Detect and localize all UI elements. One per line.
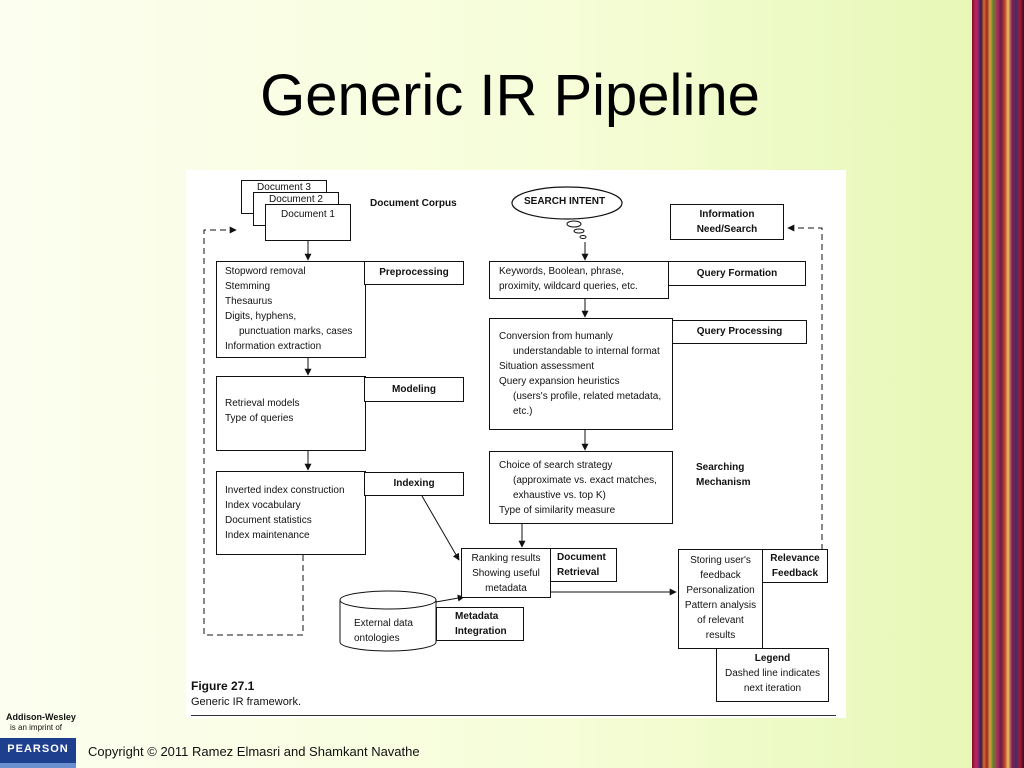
modeling-box: Retrieval models Type of queries — [216, 376, 366, 451]
legend-box: Legend Dashed line indicates next iterat… — [716, 648, 829, 702]
searching-item: exhaustive vs. top K) — [513, 490, 606, 501]
indexing-item: Inverted index construction — [225, 485, 345, 496]
preprocessing-label: Preprocessing — [364, 261, 464, 285]
query-processing-item: understandable to internal format — [513, 346, 660, 357]
relevance-feedback-item: feedback — [700, 570, 741, 581]
figure-rule — [191, 715, 836, 716]
relevance-label-line-2: Feedback — [771, 568, 819, 579]
document-1-box: Document 1 — [265, 204, 351, 241]
query-formation-item: Keywords, Boolean, phrase, — [499, 266, 625, 277]
slide-title: Generic IR Pipeline — [260, 63, 760, 128]
pearson-logo-bar — [0, 763, 76, 768]
query-processing-box: Conversion from humanly understandable t… — [489, 318, 673, 430]
relevance-feedback-item: results — [705, 630, 736, 641]
diagram-connectors — [203, 186, 823, 652]
external-data-text: External data ontologies — [346, 616, 432, 648]
query-processing-item: Query expansion heuristics — [499, 376, 620, 387]
document-retrieval-label-line-2: Retrieval — [557, 567, 600, 578]
document-1-label: Document 1 — [281, 209, 335, 220]
document-retrieval-item: Ranking results — [471, 553, 541, 564]
modeling-item: Retrieval models — [225, 398, 300, 409]
search-intent-label: SEARCH INTENT — [524, 196, 606, 207]
searching-item: Type of similarity measure — [499, 505, 616, 516]
searching-label-line-1: Searching — [696, 462, 745, 473]
relevance-feedback-label: Relevance Feedback — [762, 549, 828, 583]
query-processing-item: (users's profile, related metadata, — [513, 391, 662, 402]
modeling-item: Type of queries — [225, 413, 294, 424]
indexing-box: Inverted index construction Index vocabu… — [216, 471, 366, 555]
query-processing-item: etc.) — [513, 406, 533, 417]
relevance-label-line-1: Relevance — [770, 553, 820, 564]
external-data-cylinder-top — [339, 590, 437, 610]
modeling-label: Modeling — [364, 377, 464, 402]
pearson-logo-text: PEARSON — [7, 743, 69, 755]
legend-title: Legend — [754, 653, 791, 664]
preprocessing-item: Thesaurus — [225, 296, 273, 307]
legend-item: Dashed line indicates — [724, 668, 821, 679]
dashed-loop-right — [787, 224, 823, 560]
indexing-label: Indexing — [364, 472, 464, 496]
metadata-label-line-2: Integration — [455, 626, 507, 637]
preprocessing-item: Stopword removal — [225, 266, 306, 277]
external-data-item: ontologies — [354, 633, 400, 644]
arrow-metadata-to-retrieval — [435, 594, 465, 603]
indexing-item: Index vocabulary — [225, 500, 301, 511]
information-need-box: Information Need/Search — [670, 204, 784, 240]
information-need-line-2: Need/Search — [696, 224, 758, 235]
relevance-feedback-item: Storing user's — [690, 555, 751, 566]
thought-bubble-1 — [566, 220, 582, 228]
document-3-label: Document 3 — [257, 182, 311, 193]
thought-bubble-2 — [573, 228, 585, 234]
imprint-label: is an imprint of — [10, 723, 63, 732]
figure-number: Figure 27.1 — [191, 679, 255, 693]
query-formation-label: Query Formation — [668, 261, 806, 286]
ir-framework-figure: Document 3 Document 2 Document 1 Documen… — [186, 170, 846, 718]
search-intent-ellipse — [511, 186, 623, 220]
document-retrieval-label: Document Retrieval — [550, 548, 617, 582]
searching-item: Choice of search strategy — [499, 460, 613, 471]
preprocessing-item: Information extraction — [225, 341, 322, 352]
indexing-item: Index maintenance — [225, 530, 310, 541]
query-processing-label: Query Processing — [672, 320, 807, 344]
addison-wesley-label: Addison-Wesley — [6, 712, 76, 722]
figure-caption: Generic IR framework. — [191, 696, 302, 708]
indexing-item: Document statistics — [225, 515, 312, 526]
arrow-indexing-to-retrieval — [421, 495, 460, 561]
document-corpus-label: Document Corpus — [370, 198, 457, 209]
document-2-label: Document 2 — [269, 194, 323, 205]
document-retrieval-box: Ranking results Showing useful metadata — [461, 548, 551, 598]
external-data-cylinder — [339, 600, 437, 652]
information-need-line-1: Information — [699, 209, 755, 220]
searching-box: Choice of search strategy (approximate v… — [489, 451, 673, 524]
metadata-integration-label: Metadata Integration — [436, 607, 524, 641]
legend-item: next iteration — [743, 683, 802, 694]
copyright-text: Copyright © 2011 Ramez Elmasri and Shamk… — [88, 744, 420, 759]
external-data-item: External data — [354, 618, 413, 629]
searching-mechanism-label: Searching Mechanism — [696, 460, 750, 490]
metadata-label-line-1: Metadata — [455, 611, 499, 622]
query-processing-item: Conversion from humanly — [499, 331, 613, 342]
decorative-stripe — [972, 0, 1024, 768]
preprocessing-item: Digits, hyphens, — [225, 311, 297, 322]
preprocessing-box: Stopword removal Stemming Thesaurus Digi… — [216, 261, 366, 358]
relevance-feedback-item: Personalization — [686, 585, 755, 596]
preprocessing-item: Stemming — [225, 281, 271, 292]
thought-bubble-3 — [579, 235, 587, 239]
pearson-logo: PEARSON — [0, 738, 76, 768]
document-retrieval-item: Showing useful — [472, 568, 540, 579]
query-processing-item: Situation assessment — [499, 361, 595, 372]
searching-label-line-2: Mechanism — [696, 477, 751, 488]
document-retrieval-item: metadata — [485, 583, 527, 594]
document-retrieval-label-line-1: Document — [557, 552, 606, 563]
dashed-loop-left — [203, 226, 304, 636]
searching-item: (approximate vs. exact matches, — [513, 475, 657, 486]
relevance-feedback-item: of relevant — [697, 615, 744, 626]
relevance-feedback-box: Storing user's feedback Personalization … — [678, 549, 763, 649]
preprocessing-item: punctuation marks, cases — [239, 326, 353, 337]
query-formation-item: proximity, wildcard queries, etc. — [499, 281, 638, 292]
query-formation-box: Keywords, Boolean, phrase, proximity, wi… — [489, 261, 669, 299]
relevance-feedback-item: Pattern analysis — [684, 600, 757, 611]
